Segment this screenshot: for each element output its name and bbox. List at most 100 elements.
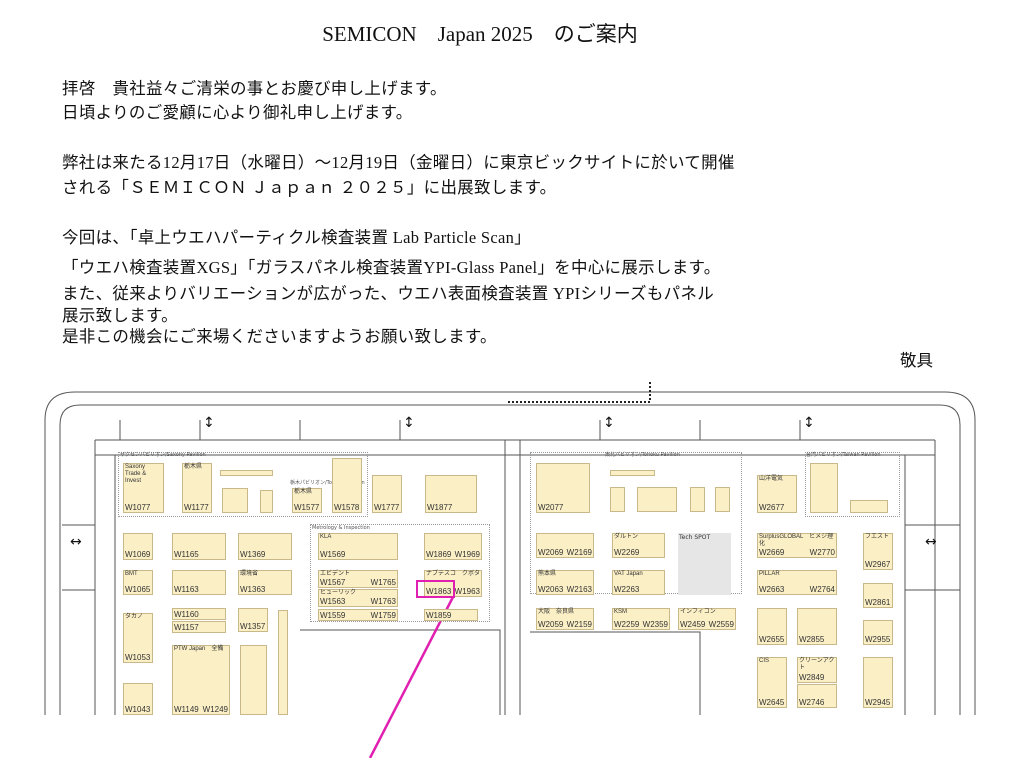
booth-number: W1859 [426,611,452,620]
booth-numbers: W1163 [174,585,224,594]
booth-number: W1043 [125,705,151,714]
booth-name: ダルトン [614,534,639,540]
booth-number: W2459 [680,620,706,629]
booth-name: エビデント [320,571,351,577]
booth-name: ナブテスコ クボタ [426,571,481,577]
booth-w2861: W2861 [863,583,893,608]
booth-name: Saxony Trade & Invest [125,464,147,484]
booth-numbers: W2746 [799,698,835,707]
booth-name: フエスト [865,534,890,540]
booth-number: W2861 [865,598,891,607]
booth-number: W1165 [174,550,199,559]
booth-number: W1578 [334,503,360,512]
closing-text: 敬具 [900,351,933,370]
booth-number: W1963 [454,587,480,596]
svg-text:↕: ↕ [803,415,815,431]
booth-number: W1777 [374,503,400,512]
booth-number: W1249 [202,705,228,714]
booth-number: W1160 [174,610,199,619]
pavilion-label: ザクセンパビリオン/Saxony Pavilion [120,452,206,458]
booth-numbers: W1859 [426,611,476,620]
small-booth [850,500,888,513]
booth-numbers: W2955 [865,635,891,644]
booth-number: W1567 [320,578,346,587]
booth-number: W2263 [614,585,640,594]
booth-number: W1357 [240,622,266,631]
booth-number: W1877 [427,503,453,512]
booth-w2945: W2945 [863,657,893,708]
booth-name: ヒューリック [320,590,357,596]
booth-name: 熊本県 [538,571,557,577]
booth-w1369: W1369 [238,533,292,560]
booth-number: W2663 [759,585,785,594]
booth-name: SurplusGLOBAL ヒメジ理化 [759,534,834,547]
booth-numbers: W2677 [759,503,795,512]
booth-name: タカノ [125,614,144,620]
booth-numbers: W1077 [125,503,162,512]
booth-number: W1053 [125,653,151,662]
booth-name: クリーンアクト [799,658,835,671]
booth-numbers: W1177 [184,503,210,512]
booth-w2955: W2955 [863,620,893,645]
booth-numbers: W1065 [125,585,151,594]
letter-line: 是非この機会にご来場くださいますようお願い致します。 [62,327,497,346]
booth-numbers: W1877 [427,503,475,512]
booth-w2655: W2655 [757,608,787,645]
booth-w1165: W1165 [172,533,226,560]
letter-line: また、従来よりバリエーションが広がった、ウエハ表面検査装置 YPIシリーズもパネ… [62,284,715,303]
booth-numbers: W1069 [125,550,151,559]
tech-spot: Tech SPOT [678,533,731,595]
letter-line: 展示致します。 [62,306,178,325]
booth-numbers: W1577 [294,503,320,512]
booth-number: W1863 [426,587,452,596]
booth-number: W2945 [865,698,891,707]
small-booth [810,463,838,513]
letter-line: される「ＳＥＭＩＣＯＮ Ｊａｐａｎ ２０２５」に出展致します。 [62,178,557,197]
booth-number: W1577 [294,503,320,512]
letter-line: 今回は、「卓上ウエハパーティクル検査装置 Lab Particle Scan」 [62,228,531,247]
booth-number: W2645 [759,698,785,707]
booth-w1363: 環境省 W1363 [238,570,292,595]
booth-numbers: W2861 [865,598,891,607]
booth-numbers: W1165 [174,550,224,559]
booth-number: W1763 [370,597,396,606]
booth-numbers: W1160 [174,610,224,619]
booth-numbers: W1053 [125,653,151,662]
booth-w1578: W1578 [332,458,362,513]
booth-number: W2655 [759,635,785,644]
svg-text:↔: ↔ [70,534,82,550]
booth-name: 環境省 [240,571,259,577]
booth-numbers: W2263 [614,585,663,594]
svg-text:↕: ↕ [203,415,215,431]
small-booth [260,490,273,513]
letter-line: 弊社は来たる12月17日（水曜日）～12月19日（金曜日）に東京ビックサイトに於… [62,153,735,172]
small-booth [220,470,273,476]
page-title: SEMICON Japan 2025 のご案内 [322,22,638,46]
booth-number: W2069 [538,548,564,557]
small-booth [610,487,625,512]
booth-number: W1363 [240,585,266,594]
booth-number: W1149 [174,705,199,714]
booth-w1357: W1357 [238,608,268,632]
booth-w1069: W1069 [123,533,153,560]
booth-w2855: W2855 [797,608,837,645]
